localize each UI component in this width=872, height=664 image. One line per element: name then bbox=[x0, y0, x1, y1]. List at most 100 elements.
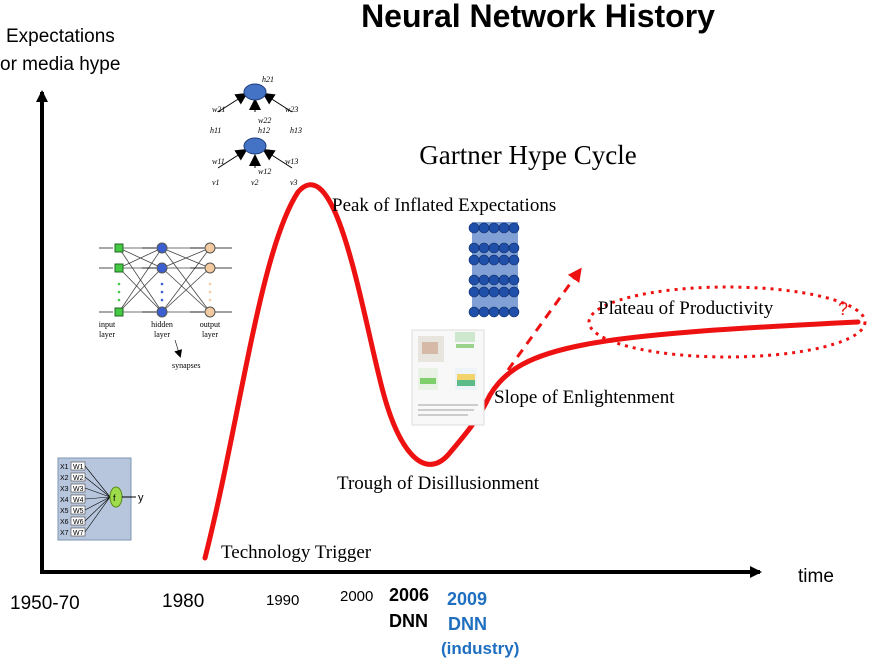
mlp-ellipsis-dot bbox=[117, 290, 121, 294]
dbn-node bbox=[488, 286, 500, 298]
rbm-top-node bbox=[243, 83, 267, 101]
perceptron-weight-5: W5 bbox=[73, 508, 84, 515]
dbn-node bbox=[498, 242, 510, 254]
rbm-v1: v1 bbox=[212, 178, 220, 187]
mlp-ellipsis-dot bbox=[117, 298, 121, 302]
dbn-node bbox=[468, 286, 480, 298]
mlp-ellipsis-dot bbox=[208, 298, 212, 302]
rbm-figure: h21 w21 w22 w23 h11 h12 h13 w11 w12 w13 … bbox=[210, 75, 302, 187]
dbn-node bbox=[498, 222, 510, 234]
perceptron-weight-1: W1 bbox=[73, 464, 84, 471]
dbn-node bbox=[478, 254, 490, 266]
dbn-node bbox=[488, 242, 500, 254]
rbm-w12: w12 bbox=[258, 167, 271, 176]
mlp-input-node bbox=[114, 243, 124, 253]
mlp-output-label-2: layer bbox=[202, 330, 218, 339]
dbn-node bbox=[508, 242, 520, 254]
year-1990: 1990 bbox=[266, 592, 299, 609]
dbn-node bbox=[508, 286, 520, 298]
rbm-w22: w22 bbox=[258, 116, 271, 125]
perceptron-weight-6: W6 bbox=[73, 519, 84, 526]
mlp-output-node bbox=[204, 306, 216, 318]
y-axis-label-line2: or media hype bbox=[0, 54, 120, 75]
dbn-node bbox=[478, 242, 490, 254]
phase-trigger: Technology Trigger bbox=[221, 542, 372, 563]
main-title: Neural Network History bbox=[361, 0, 715, 34]
phase-peak: Peak of Inflated Expectations bbox=[332, 195, 556, 216]
perceptron-edge bbox=[84, 496, 111, 533]
paper-thumbnails bbox=[411, 329, 485, 426]
dbn-node bbox=[478, 286, 490, 298]
mlp-hidden-label-1: hidden bbox=[151, 320, 173, 329]
perceptron-input-7: X7 bbox=[60, 530, 69, 537]
dbn-node bbox=[478, 222, 490, 234]
perceptron-output: y bbox=[138, 492, 144, 504]
dbn-node bbox=[468, 306, 480, 318]
dbn-node bbox=[508, 254, 520, 266]
dbn-node bbox=[498, 286, 510, 298]
dbn-node bbox=[488, 254, 500, 266]
mlp-input-label-2: layer bbox=[99, 330, 115, 339]
mlp-edge bbox=[118, 247, 163, 313]
perceptron-node: f bbox=[113, 493, 116, 503]
perceptron-edge bbox=[84, 465, 111, 498]
perceptron-input-2: X2 bbox=[60, 475, 69, 482]
phase-slope: Slope of Enlightenment bbox=[494, 387, 675, 408]
perceptron-edge bbox=[84, 496, 111, 500]
projection-arrow bbox=[506, 267, 582, 371]
y-axis-label-line1: Expectations bbox=[6, 26, 115, 47]
year-1980: 1980 bbox=[162, 591, 204, 612]
mlp-edge bbox=[161, 247, 211, 313]
perceptron-input-3: X3 bbox=[60, 486, 69, 493]
phase-plateau: Plateau of Productivity bbox=[598, 298, 774, 319]
plateau-question: ? bbox=[838, 299, 848, 319]
mlp-output-node bbox=[204, 262, 216, 274]
mlp-ellipsis-dot bbox=[160, 282, 164, 286]
hype-curve bbox=[202, 182, 861, 561]
mlp-edge bbox=[118, 247, 163, 269]
mlp-hidden-label-2: layer bbox=[154, 330, 170, 339]
dbn-node bbox=[498, 306, 510, 318]
dbn-node bbox=[488, 306, 500, 318]
rbm-mid-node bbox=[243, 137, 267, 155]
perceptron-edge bbox=[84, 496, 111, 511]
dbn-figure bbox=[468, 222, 520, 318]
dbn-node bbox=[498, 274, 510, 286]
year-2006-sub: DNN bbox=[389, 611, 428, 631]
rbm-v2: v2 bbox=[251, 178, 259, 187]
year-2009-sub2: (industry) bbox=[441, 639, 519, 658]
mlp-edge bbox=[161, 267, 211, 313]
perceptron-edge bbox=[84, 476, 111, 498]
perceptron-weight-2: W2 bbox=[73, 475, 84, 482]
year-2000: 2000 bbox=[340, 588, 373, 605]
mlp-edge bbox=[118, 267, 163, 313]
perceptron-input-5: X5 bbox=[60, 508, 69, 515]
perceptron-edge bbox=[84, 496, 111, 522]
rbm-h11: h11 bbox=[210, 126, 221, 135]
rbm-h12: h12 bbox=[258, 126, 270, 135]
mlp-ellipsis-dot bbox=[208, 282, 212, 286]
rbm-w21: w21 bbox=[212, 105, 225, 114]
dbn-node bbox=[478, 274, 490, 286]
perceptron-weight-4: W4 bbox=[73, 497, 84, 504]
mlp-hidden-node bbox=[156, 306, 168, 318]
mlp-input-node bbox=[114, 307, 124, 317]
rbm-v3: v3 bbox=[290, 178, 298, 187]
dbn-node bbox=[468, 254, 480, 266]
dbn-node bbox=[468, 242, 480, 254]
x-axis-label: time bbox=[798, 566, 834, 587]
rbm-w23: w23 bbox=[285, 105, 298, 114]
rbm-top-label: h21 bbox=[262, 75, 274, 84]
year-2009-sub: DNN bbox=[448, 614, 487, 634]
perceptron-weight-7: W7 bbox=[73, 530, 84, 537]
mlp-figure: input layer hidden layer output layer sy… bbox=[99, 242, 232, 370]
mlp-ellipsis-dot bbox=[208, 290, 212, 294]
mlp-input-node bbox=[114, 263, 124, 273]
year-2006: 2006 bbox=[389, 585, 429, 605]
rbm-h13: h13 bbox=[290, 126, 302, 135]
perceptron-input-4: X4 bbox=[60, 497, 69, 504]
dbn-node bbox=[488, 274, 500, 286]
mlp-ellipsis-dot bbox=[160, 290, 164, 294]
